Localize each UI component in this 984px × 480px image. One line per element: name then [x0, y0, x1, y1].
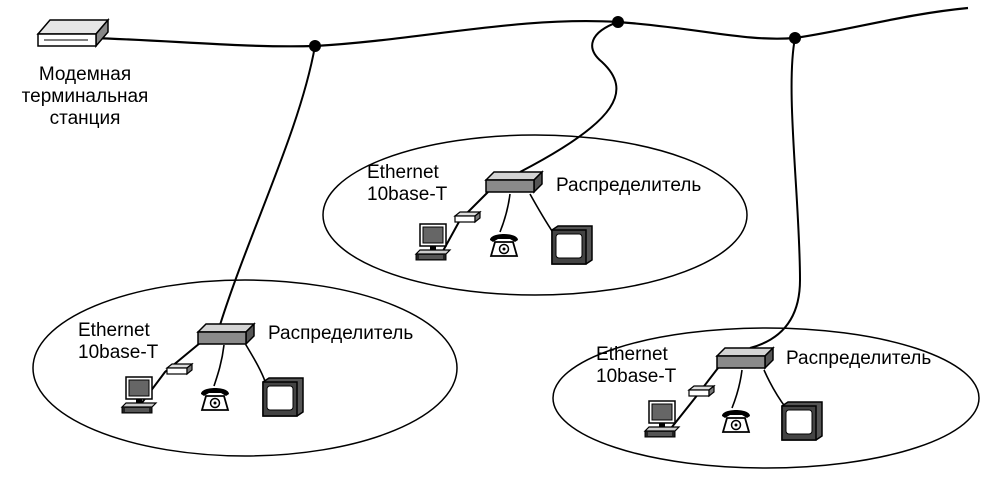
hub-icon-3: [716, 347, 774, 369]
segment-3: [644, 347, 823, 441]
computer-icon-2: [415, 223, 451, 261]
drop-cable-1: [219, 45, 316, 326]
junction-dot-2: [612, 16, 624, 28]
segment-2: [415, 171, 593, 265]
modem-label-line2: терминальная: [21, 86, 149, 107]
modem-label-line3: станция: [49, 108, 121, 129]
telephone-icon-2: [489, 233, 519, 257]
hub-label-3: Распределитель: [786, 348, 932, 369]
network-label-1: Ethernet 10base-T: [78, 320, 158, 364]
telephone-icon-1: [200, 387, 230, 411]
modem-label-line1: Модемная: [38, 64, 132, 85]
segment-ellipse-1: [32, 279, 458, 457]
network-label-3: Ethernet 10base-T: [596, 344, 676, 388]
drop-cable-2: [519, 21, 619, 173]
network-standard-1: 10base-T: [78, 342, 159, 363]
transceiver-icon-1: [166, 363, 193, 375]
network-type-3: Ethernet: [596, 344, 668, 365]
network-type-2: Ethernet: [367, 162, 439, 183]
backbone-cable: [89, 6, 969, 48]
segment-ellipse-3: [552, 327, 980, 469]
transceiver-icon-2: [454, 211, 481, 223]
monitor-icon-3: [781, 401, 823, 441]
network-type-1: Ethernet: [78, 320, 150, 341]
hub-label-2: Распределитель: [556, 175, 702, 196]
hub-icon-1: [197, 323, 255, 345]
drop-cable-3: [749, 37, 802, 349]
computer-icon-1: [121, 376, 157, 414]
monitor-icon-1: [262, 377, 304, 417]
network-standard-3: 10base-T: [596, 366, 677, 387]
monitor-icon-2: [551, 225, 593, 265]
transceiver-icon-3: [688, 385, 715, 397]
hub-icon-2: [485, 171, 543, 193]
telephone-icon-3: [721, 409, 751, 433]
modem-icon: [36, 17, 110, 49]
hub-label-1: Распределитель: [268, 323, 414, 344]
network-standard-2: 10base-T: [367, 184, 448, 205]
segment-ellipse-2: [322, 134, 748, 296]
segment-1: [121, 323, 304, 417]
junction-dot-1: [309, 40, 321, 52]
modem-station-label: Модемная терминальная станция: [10, 64, 160, 130]
computer-icon-3: [644, 400, 680, 438]
network-label-2: Ethernet 10base-T: [367, 162, 447, 206]
junction-dot-3: [789, 32, 801, 44]
